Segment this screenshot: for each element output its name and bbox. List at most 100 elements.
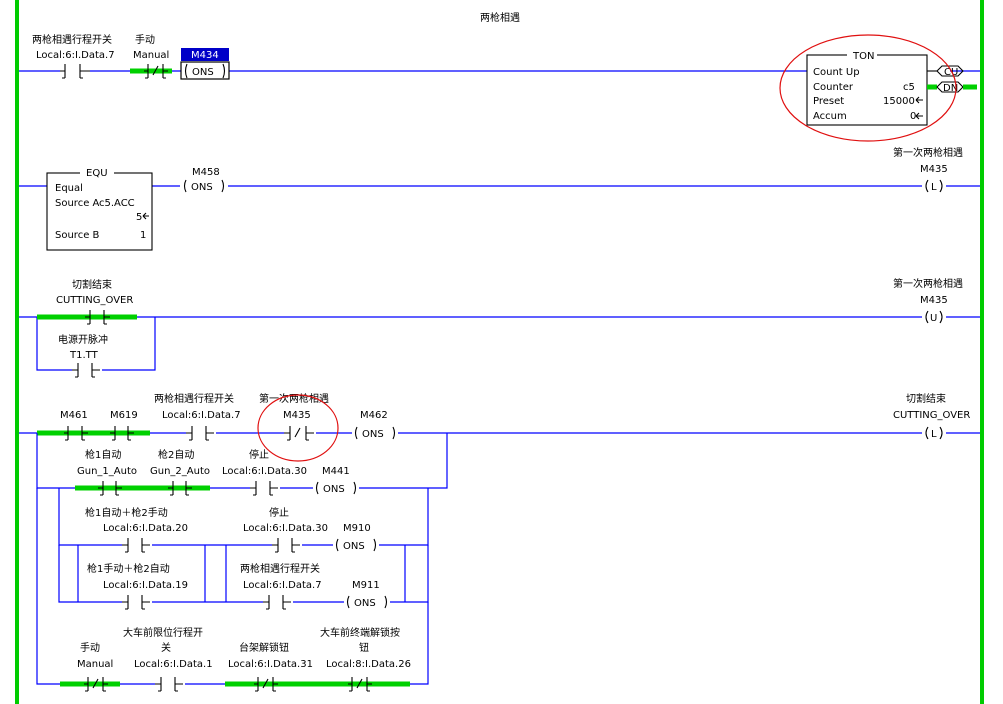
otl-coil-cutting-over[interactable]: 切割结束 CUTTING_OVER L — [893, 392, 970, 440]
rung-2[interactable]: 切割结束 CUTTING_OVER 电源开脉冲 T1.TT 第一次两枪相遇 M4… — [19, 277, 980, 378]
contact-description: 两枪相遇行程开关 — [154, 392, 234, 405]
contact-description: 手动 — [135, 33, 155, 46]
equ-source-b-value: 1 — [140, 230, 146, 241]
xio-contact-front-end-unlock[interactable]: 大车前终端解锁按 钮 Local:8:I.Data.26 — [320, 626, 411, 692]
ton-title: TON — [852, 51, 874, 62]
equ-source-a-live: 5 — [136, 212, 142, 223]
ons-instruction-m458[interactable]: M458 ONS — [181, 167, 227, 193]
xio-contact-m435[interactable]: 第一次两枪相遇 M435 — [257, 392, 339, 462]
ons-instruction-m441[interactable]: M441 ONS — [313, 466, 359, 495]
xic-contact-front-limit-switch[interactable]: 大车前限位行程开 关 Local:6:I.Data.1 — [123, 626, 213, 692]
ton-dn-output: DN — [943, 83, 958, 94]
rung-comment: 两枪相遇 — [480, 11, 520, 24]
rung-0[interactable]: 两枪相遇 两枪相遇行程开关 Local:6:I.Data.7 手动 Manual… — [19, 11, 980, 142]
ons-label: ONS — [354, 598, 376, 609]
coil-label: L — [931, 429, 937, 440]
xic-contact-cutting-over[interactable]: 切割结束 CUTTING_OVER — [56, 278, 133, 325]
contact-description: 台架解锁钮 — [239, 641, 289, 654]
coil-description: 第一次两枪相遇 — [893, 146, 963, 159]
contact-address: Local:6:I.Data.30 — [222, 466, 307, 477]
xic-contact-travel-switch[interactable]: 两枪相遇行程开关 Local:6:I.Data.7 — [32, 33, 115, 79]
contact-address: T1.TT — [69, 350, 99, 361]
equ-source-a-label: Source A — [55, 198, 100, 209]
coil-tag: M435 — [920, 295, 948, 306]
contact-description: 电源开脉冲 — [58, 333, 108, 346]
contact-description: 枪1自动＋枪2手动 — [85, 506, 168, 519]
contact-description: 大车前终端解锁按 — [320, 626, 400, 639]
ons-instruction-m910[interactable]: M910 ONS — [333, 523, 379, 552]
coil-label: L — [931, 182, 937, 193]
contact-description: 手动 — [80, 641, 100, 654]
contact-address: Local:6:I.Data.7 — [162, 410, 241, 421]
contact-address: M619 — [110, 410, 138, 421]
ons-tag: M458 — [192, 167, 220, 178]
ons-tag: M910 — [343, 523, 371, 534]
ons-instruction-m462[interactable]: M462 ONS — [352, 410, 398, 440]
xio-contact-manual[interactable]: 手动 Manual — [77, 641, 113, 692]
contact-address: Gun_2_Auto — [150, 466, 210, 477]
ons-tag: M911 — [352, 580, 380, 591]
highlight-ellipse — [779, 34, 957, 142]
xic-contact-travel-switch[interactable]: 两枪相遇行程开关 Local:6:I.Data.7 — [154, 392, 241, 441]
coil-description: 切割结束 — [906, 392, 946, 405]
xic-contact-stop[interactable]: 停止 Local:6:I.Data.30 — [222, 448, 307, 496]
contact-address: Manual — [133, 50, 169, 61]
ton-preset-label: Preset — [813, 96, 844, 107]
ton-preset-value: 15000 — [883, 96, 915, 107]
ons-instruction-m434[interactable]: M434 ONS — [180, 48, 230, 80]
coil-tag: M435 — [920, 164, 948, 175]
ton-counter-value: c5 — [903, 82, 915, 93]
contact-description-cont: 钮 — [359, 641, 369, 654]
contact-address: Local:6:I.Data.7 — [36, 50, 115, 61]
contact-description: 停止 — [269, 506, 289, 519]
ons-tag: M462 — [360, 410, 388, 421]
otl-coil-m435[interactable]: 第一次两枪相遇 M435 L — [893, 146, 963, 193]
xio-contact-gun2-auto[interactable]: 枪2自动 Gun_2_Auto — [150, 448, 210, 496]
contact-description: 停止 — [249, 448, 269, 461]
ons-label: ONS — [323, 484, 345, 495]
equ-compare-block[interactable]: EQU Equal Source A c5.ACC 5 Source B 1 — [46, 167, 153, 251]
xic-contact-gun1auto-gun2manual[interactable]: 枪1自动＋枪2手动 Local:6:I.Data.20 — [85, 506, 188, 553]
coil-description: 第一次两枪相遇 — [893, 277, 963, 290]
xio-contact-gun1-auto[interactable]: 枪1自动 Gun_1_Auto — [77, 448, 137, 496]
ton-timer-block[interactable]: TON Count Up Counter c5 Preset 15000 Acc… — [806, 50, 977, 126]
ons-label: ONS — [362, 429, 384, 440]
ons-label: ONS — [343, 541, 365, 552]
coil-tag: CUTTING_OVER — [893, 410, 970, 421]
ons-label: ONS — [191, 182, 213, 193]
xic-contact-m619[interactable]: M619 — [110, 410, 138, 441]
contact-address: CUTTING_OVER — [56, 295, 133, 306]
ons-instruction-m911[interactable]: M911 ONS — [344, 580, 390, 609]
contact-address: Local:6:I.Data.30 — [243, 523, 328, 534]
ons-tag: M441 — [322, 466, 350, 477]
rung-3[interactable]: M461 M619 两枪相遇行程开关 Local:6:I.Data.7 第一次两… — [19, 392, 980, 692]
xic-contact-power-pulse[interactable]: 电源开脉冲 T1.TT — [58, 333, 108, 378]
ton-accum-label: Accum — [813, 111, 847, 122]
contact-description: 切割结束 — [72, 278, 112, 291]
ton-count-up: Count Up — [813, 67, 860, 78]
contact-address: Gun_1_Auto — [77, 466, 137, 477]
contact-address: Local:6:I.Data.19 — [103, 580, 188, 591]
xio-contact-manual[interactable]: 手动 Manual — [130, 33, 172, 79]
contact-address: Local:6:I.Data.7 — [243, 580, 322, 591]
ton-cu-output: CU — [944, 67, 958, 78]
contact-address: Local:8:I.Data.26 — [326, 659, 411, 670]
xic-contact-gun1manual-gun2auto[interactable]: 枪1手动＋枪2自动 Local:6:I.Data.19 — [87, 562, 188, 610]
xic-contact-stop-2[interactable]: 停止 Local:6:I.Data.30 — [243, 506, 328, 553]
contact-address: Manual — [77, 659, 113, 670]
contact-description: 第一次两枪相遇 — [259, 392, 329, 405]
xic-contact-travel-switch-2[interactable]: 两枪相遇行程开关 Local:6:I.Data.7 — [240, 562, 322, 610]
rung-1[interactable]: EQU Equal Source A c5.ACC 5 Source B 1 M… — [19, 146, 980, 251]
otu-coil-m435[interactable]: 第一次两枪相遇 M435 U — [893, 277, 963, 324]
contact-description: 枪1手动＋枪2自动 — [87, 562, 170, 575]
contact-description: 枪1自动 — [85, 448, 121, 461]
contact-description: 大车前限位行程开 — [123, 626, 203, 639]
contact-description: 两枪相遇行程开关 — [32, 33, 112, 46]
xic-contact-m461[interactable]: M461 — [60, 410, 88, 441]
ons-label: ONS — [192, 67, 214, 78]
contact-address: Local:6:I.Data.20 — [103, 523, 188, 534]
contact-address: M461 — [60, 410, 88, 421]
xio-contact-platform-unlock[interactable]: 台架解锁钮 Local:6:I.Data.31 — [228, 641, 313, 692]
highlight-circle — [257, 394, 339, 462]
